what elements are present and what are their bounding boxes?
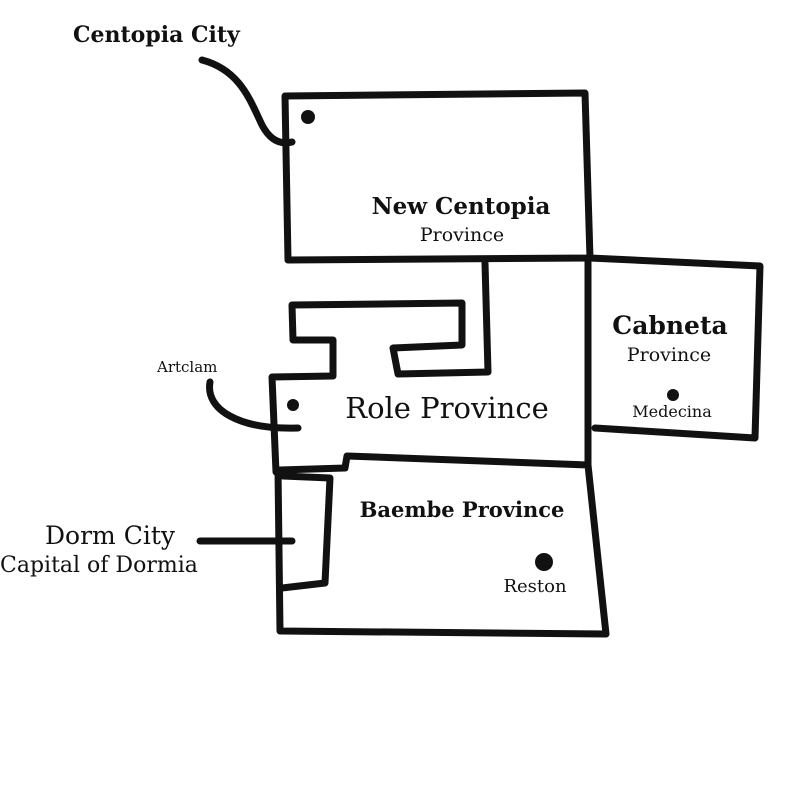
province-label-baembe: Baembe Province bbox=[359, 497, 565, 522]
reston-dot bbox=[535, 553, 553, 571]
region-cabneta bbox=[586, 254, 764, 442]
centopia-city-leader-line bbox=[198, 56, 296, 147]
city-label-dorm-city: Dorm City bbox=[45, 521, 175, 550]
region-role bbox=[268, 254, 592, 476]
region-dormia bbox=[278, 472, 334, 592]
city-label-reston: Reston bbox=[503, 576, 567, 597]
province-label-role: Role Province bbox=[345, 391, 549, 425]
city-label-centopia-city: Centopia City bbox=[73, 22, 240, 48]
province-suffix-new-centopia: Province bbox=[419, 224, 505, 246]
city-subtitle-dorm-city: Capital of Dormia bbox=[0, 553, 198, 578]
city-label-artclam: Artclam bbox=[157, 358, 218, 376]
province-label-new-centopia: New Centopia bbox=[371, 193, 551, 220]
region-baembe bbox=[274, 452, 610, 638]
province-suffix-cabneta: Province bbox=[626, 344, 712, 366]
centopia-city-dot bbox=[301, 110, 315, 124]
province-label-cabneta: Cabneta bbox=[612, 311, 728, 340]
artclam-dot bbox=[287, 399, 299, 411]
artclam-leader-line bbox=[206, 378, 302, 432]
city-label-medecina: Medecina bbox=[632, 402, 712, 421]
medecina-dot bbox=[667, 389, 679, 401]
